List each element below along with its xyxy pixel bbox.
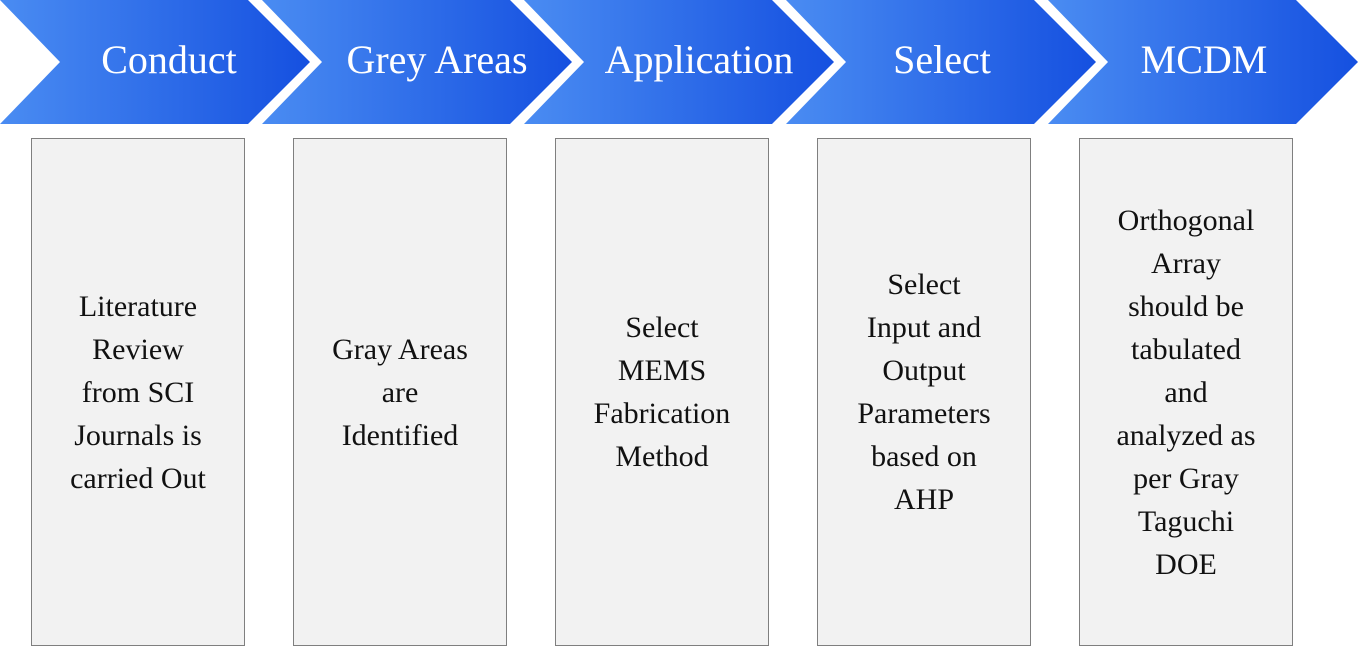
description-line: Review bbox=[92, 332, 184, 366]
description-line: Literature bbox=[78, 289, 198, 323]
description-line: should be bbox=[1128, 289, 1244, 323]
chevron-shape bbox=[0, 0, 310, 124]
chevron-label: Grey Areas bbox=[346, 37, 528, 82]
description-line: and bbox=[1164, 375, 1208, 409]
chevron-label: Application bbox=[604, 37, 794, 82]
description-line: Identified bbox=[341, 418, 459, 452]
chevron-step-1: Conduct bbox=[0, 0, 310, 124]
description-line: Select bbox=[625, 311, 699, 344]
description-line: carried Out bbox=[70, 461, 206, 495]
description-line: DOE bbox=[1155, 547, 1217, 581]
chevron-shape bbox=[1048, 0, 1358, 124]
description-line: Gray Areas bbox=[332, 332, 468, 366]
description-line: based on bbox=[871, 440, 977, 473]
description-line: Fabrication bbox=[593, 397, 731, 430]
description-line: per Gray bbox=[1133, 461, 1239, 495]
description-line: AHP bbox=[893, 483, 954, 516]
chevron-label: Select bbox=[893, 37, 991, 82]
description-line: Select bbox=[887, 268, 961, 301]
chevron-label: MCDM bbox=[1140, 37, 1268, 82]
description-line: Array bbox=[1151, 246, 1221, 280]
description-line: Output bbox=[882, 354, 966, 387]
chevron-label: Conduct bbox=[101, 37, 237, 82]
description-line: Input and bbox=[866, 311, 982, 344]
chevron-shape bbox=[786, 0, 1096, 124]
description-line: Taguchi bbox=[1137, 504, 1235, 538]
description-line: Journals is bbox=[74, 418, 202, 452]
description-line: Parameters bbox=[857, 397, 991, 430]
description-line: are bbox=[381, 375, 419, 409]
description-line: Orthogonal bbox=[1117, 203, 1255, 237]
chevron-step-4: Select bbox=[786, 0, 1096, 124]
description-line: Method bbox=[615, 440, 709, 473]
chevron-step-3: Application bbox=[524, 0, 834, 124]
chevron-step-5: MCDM bbox=[1048, 0, 1358, 124]
description-line: analyzed as bbox=[1116, 418, 1256, 452]
description-line: tabulated bbox=[1131, 332, 1241, 366]
chevron-step-2: Grey Areas bbox=[262, 0, 572, 124]
description-line: from SCI bbox=[81, 375, 195, 409]
chevron-shape bbox=[262, 0, 572, 124]
description-line: MEMS bbox=[617, 354, 707, 387]
chevron-shape bbox=[524, 0, 834, 124]
